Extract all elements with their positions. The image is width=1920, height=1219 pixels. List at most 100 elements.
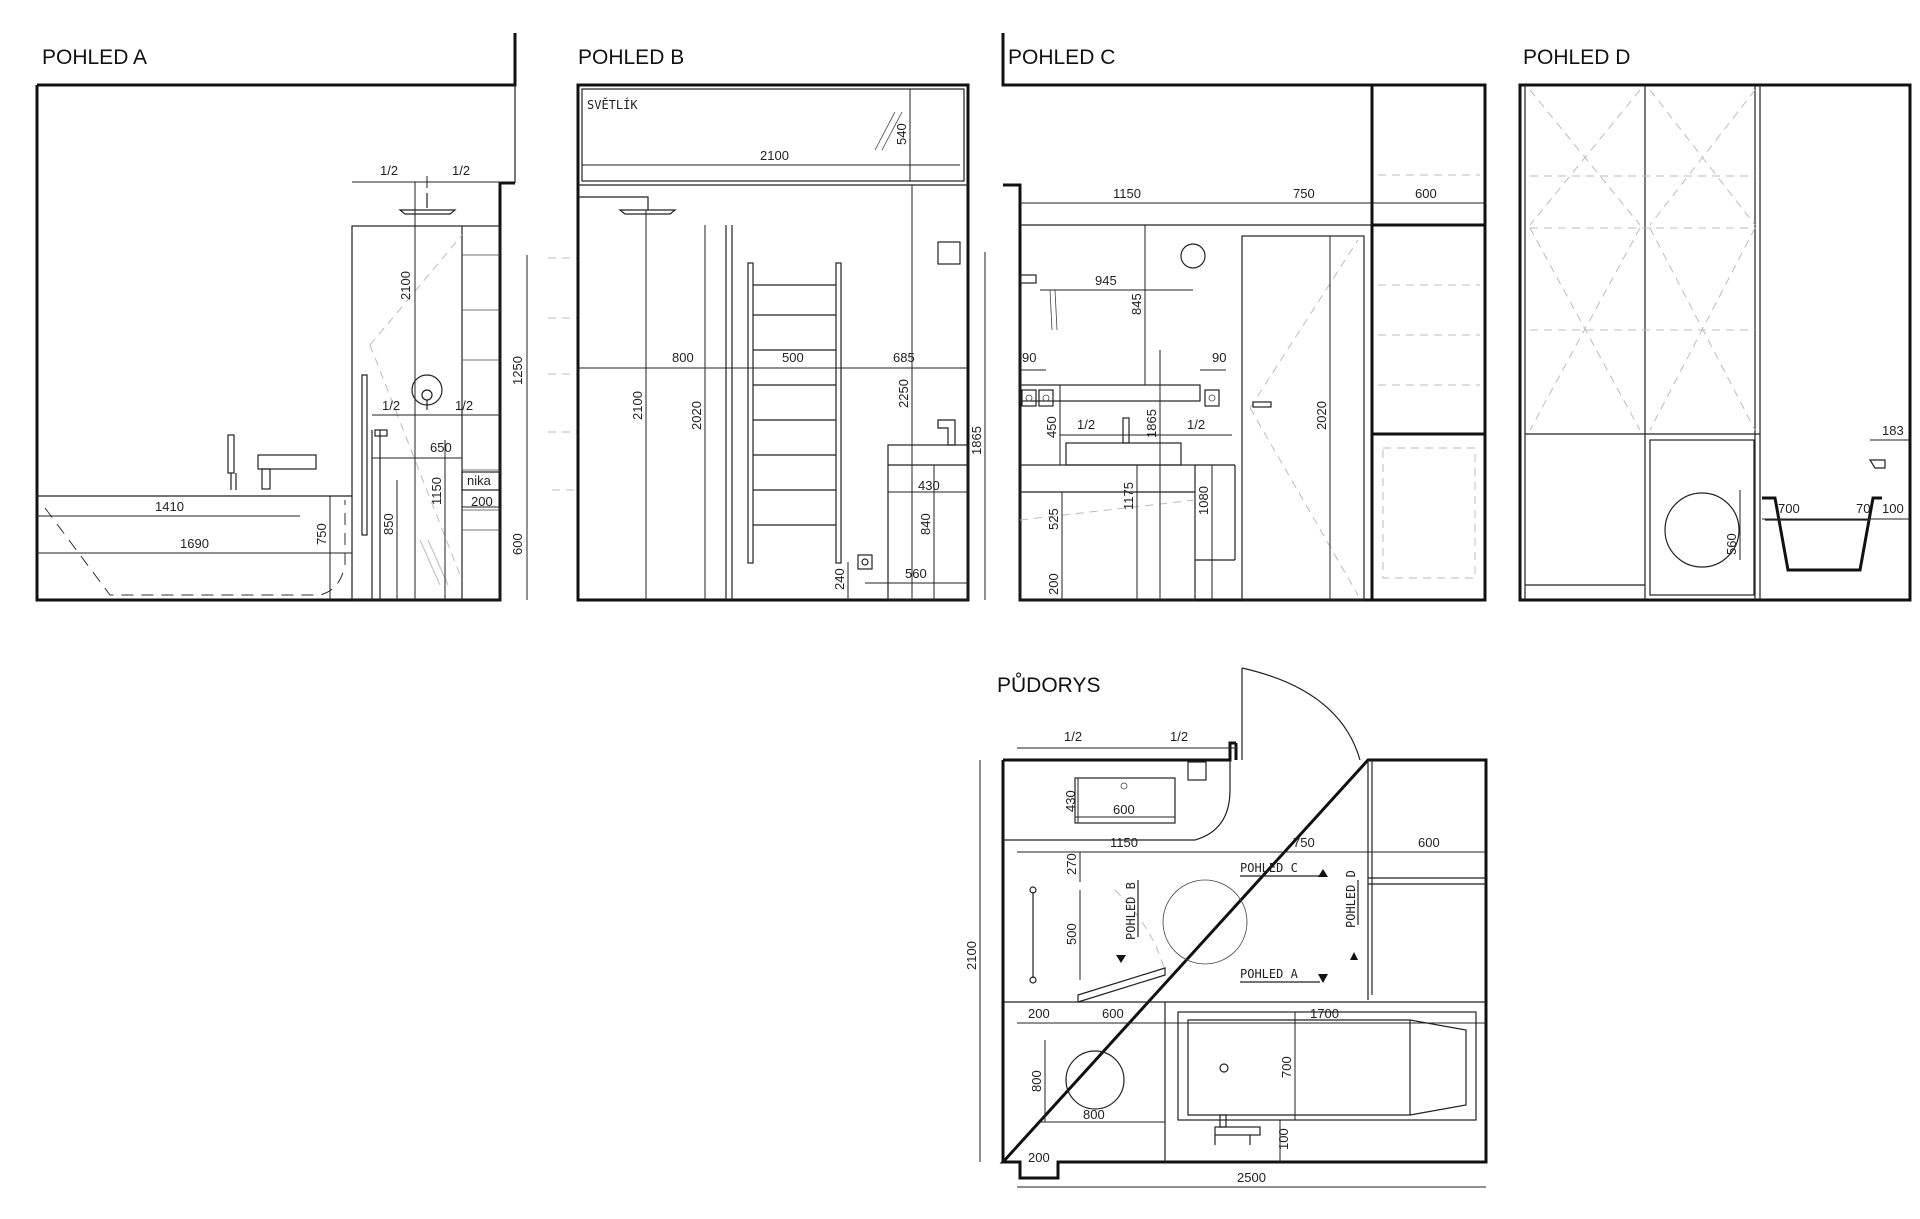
view-a-dim-w200: 200 — [471, 494, 493, 509]
plan-bathtub — [1177, 1011, 1477, 1121]
view-b-dim-w800: 800 — [672, 350, 694, 365]
plan-bath-faucet-icon — [1214, 1126, 1261, 1136]
view-b-skylight-label: SVĚTLÍK — [587, 97, 638, 112]
view-b-dim-h540: 540 — [894, 123, 909, 145]
plan-view-c-label: POHLED C — [1240, 861, 1298, 875]
view-a-niche-box — [461, 471, 501, 491]
plan-walls — [999, 741, 1488, 1180]
plan-view-a-arrow-icon — [1318, 974, 1328, 983]
view-d: POHLED D 560 700 70 100 183 — [1518, 46, 1912, 602]
view-b-shower-head-icon — [618, 209, 677, 215]
plan-dim-w750: 750 — [1293, 835, 1315, 850]
plan-dim-h800: 800 — [1029, 1070, 1044, 1092]
view-a-shower-rail — [361, 374, 368, 536]
view-b-faucet-icon — [937, 419, 956, 446]
view-b-switch-icon — [937, 241, 961, 265]
view-c-cabinet-ghost — [1382, 447, 1476, 579]
view-c-light-icon — [1180, 243, 1206, 269]
view-c-dim-h845: 845 — [1129, 293, 1144, 315]
view-d-washing-machine — [1649, 439, 1755, 596]
view-a-dim-h1250: 1250 — [510, 356, 525, 385]
plan-dim-w200: 200 — [1028, 1006, 1050, 1021]
view-a-dim-half-right-2: 1/2 — [455, 398, 473, 413]
view-d-dim-h560: 560 — [1724, 533, 1739, 555]
view-c: POHLED C — [1001, 33, 1487, 602]
view-c-sink — [1065, 442, 1182, 466]
view-c-dim-h1080: 1080 — [1196, 486, 1211, 515]
plan-title: PŮDORYS — [997, 673, 1100, 697]
view-b-towel-ladder — [747, 262, 842, 564]
view-d-bathtub-section — [1762, 496, 1882, 572]
plan-dim-w2500: 2500 — [1237, 1170, 1266, 1185]
view-d-outline — [1518, 83, 1912, 602]
view-b-socket-icon — [857, 554, 873, 570]
plan-washer-icon — [1065, 1050, 1125, 1110]
plan-shower-glass — [1077, 967, 1166, 1003]
plan-dim-h2100: 2100 — [964, 941, 979, 970]
plan-view-b-label: POHLED B — [1124, 882, 1138, 940]
view-d-cabinet-crosses — [1529, 89, 1756, 431]
view-a-dim-w650: 650 — [430, 440, 452, 455]
view-c-socket-icon-2 — [1204, 389, 1220, 407]
plan-view-d-arrow-icon — [1350, 952, 1358, 960]
view-c-dim-w90a: 90 — [1022, 350, 1036, 365]
view-b-dim-h1865: 1865 — [969, 426, 984, 455]
plan-dim-h700: 700 — [1279, 1056, 1294, 1078]
plan-dim-w600c: 600 — [1102, 1006, 1124, 1021]
plan-dim-w200b: 200 — [1028, 1150, 1050, 1165]
view-c-dim-h200: 200 — [1046, 573, 1061, 595]
view-b-dim-w2100: 2100 — [760, 148, 789, 163]
view-a-dim-w1410: 1410 — [155, 499, 184, 514]
view-c-dim-half-right: 1/2 — [1187, 417, 1205, 432]
view-c-dim-h1865: 1865 — [1144, 409, 1159, 438]
view-b-dimensions: 2100 540 800 500 685 2100 2020 2250 1865… — [578, 89, 986, 600]
view-c-title: POHLED C — [1008, 46, 1115, 69]
view-b-dim-h2250: 2250 — [896, 379, 911, 408]
view-b-dim-w560: 560 — [905, 566, 927, 581]
view-d-washer-door-icon — [1664, 492, 1740, 568]
view-c-dim-w600: 600 — [1415, 186, 1437, 201]
view-a-dim-h2100: 2100 — [398, 271, 413, 300]
view-a-dim-h750: 750 — [314, 523, 329, 545]
plan-dim-w800: 800 — [1083, 1107, 1105, 1122]
view-a-niche-label: nika — [467, 473, 492, 488]
view-a-title: POHLED A — [42, 46, 147, 69]
plan-dim-h270: 270 — [1064, 853, 1079, 875]
plan-sink — [1074, 777, 1176, 824]
view-a-shower-niche — [351, 225, 501, 601]
view-a: POHLED A nika — [35, 33, 579, 602]
view-b-dim-h2100: 2100 — [630, 391, 645, 420]
plan-dim-h500: 500 — [1064, 923, 1079, 945]
view-a-dim-h850: 850 — [381, 513, 396, 535]
view-b: POHLED B SVĚTLÍK — [576, 46, 986, 602]
plan-dim-h430: 430 — [1063, 790, 1078, 812]
plan-dim-w600: 600 — [1113, 802, 1135, 817]
view-b-dim-h840: 840 — [918, 513, 933, 535]
view-d-title: POHLED D — [1523, 46, 1630, 69]
view-a-dimensions: 1/2 1/2 2100 1250 600 1/2 1/2 650 1410 1… — [37, 163, 528, 600]
view-b-dim-w685: 685 — [893, 350, 915, 365]
view-a-dim-half-left: 1/2 — [380, 163, 398, 178]
view-d-dim-w70: 70 — [1856, 501, 1870, 516]
view-c-dimensions: 1150 750 600 945 845 90 90 450 1/2 1/2 1… — [1020, 186, 1485, 600]
view-a-dim-w1690: 1690 — [180, 536, 209, 551]
view-c-door-handle-icon — [1252, 401, 1272, 408]
view-c-faucet-icon — [1122, 417, 1130, 444]
view-c-outline — [1001, 33, 1487, 602]
plan-view-d-label: POHLED D — [1344, 870, 1358, 928]
plan-dim-w1700: 1700 — [1310, 1006, 1339, 1021]
view-c-dim-w1150: 1150 — [1113, 186, 1141, 201]
view-b-skylight — [581, 88, 965, 182]
view-a-dim-half-right: 1/2 — [452, 163, 470, 178]
plan-dim-h100: 100 — [1276, 1128, 1291, 1150]
view-b-dim-h240: 240 — [832, 568, 847, 590]
view-b-dim-w500: 500 — [782, 350, 804, 365]
plan-dim-half-left: 1/2 — [1064, 729, 1082, 744]
view-c-socket-icon — [1021, 389, 1037, 407]
view-c-dim-h525: 525 — [1046, 508, 1061, 530]
plan-round-mat — [1162, 879, 1248, 965]
view-a-hand-shower-icon — [227, 434, 235, 474]
view-c-dim-h1175: 1175 — [1121, 482, 1136, 510]
view-d-spout-icon — [1868, 459, 1886, 469]
